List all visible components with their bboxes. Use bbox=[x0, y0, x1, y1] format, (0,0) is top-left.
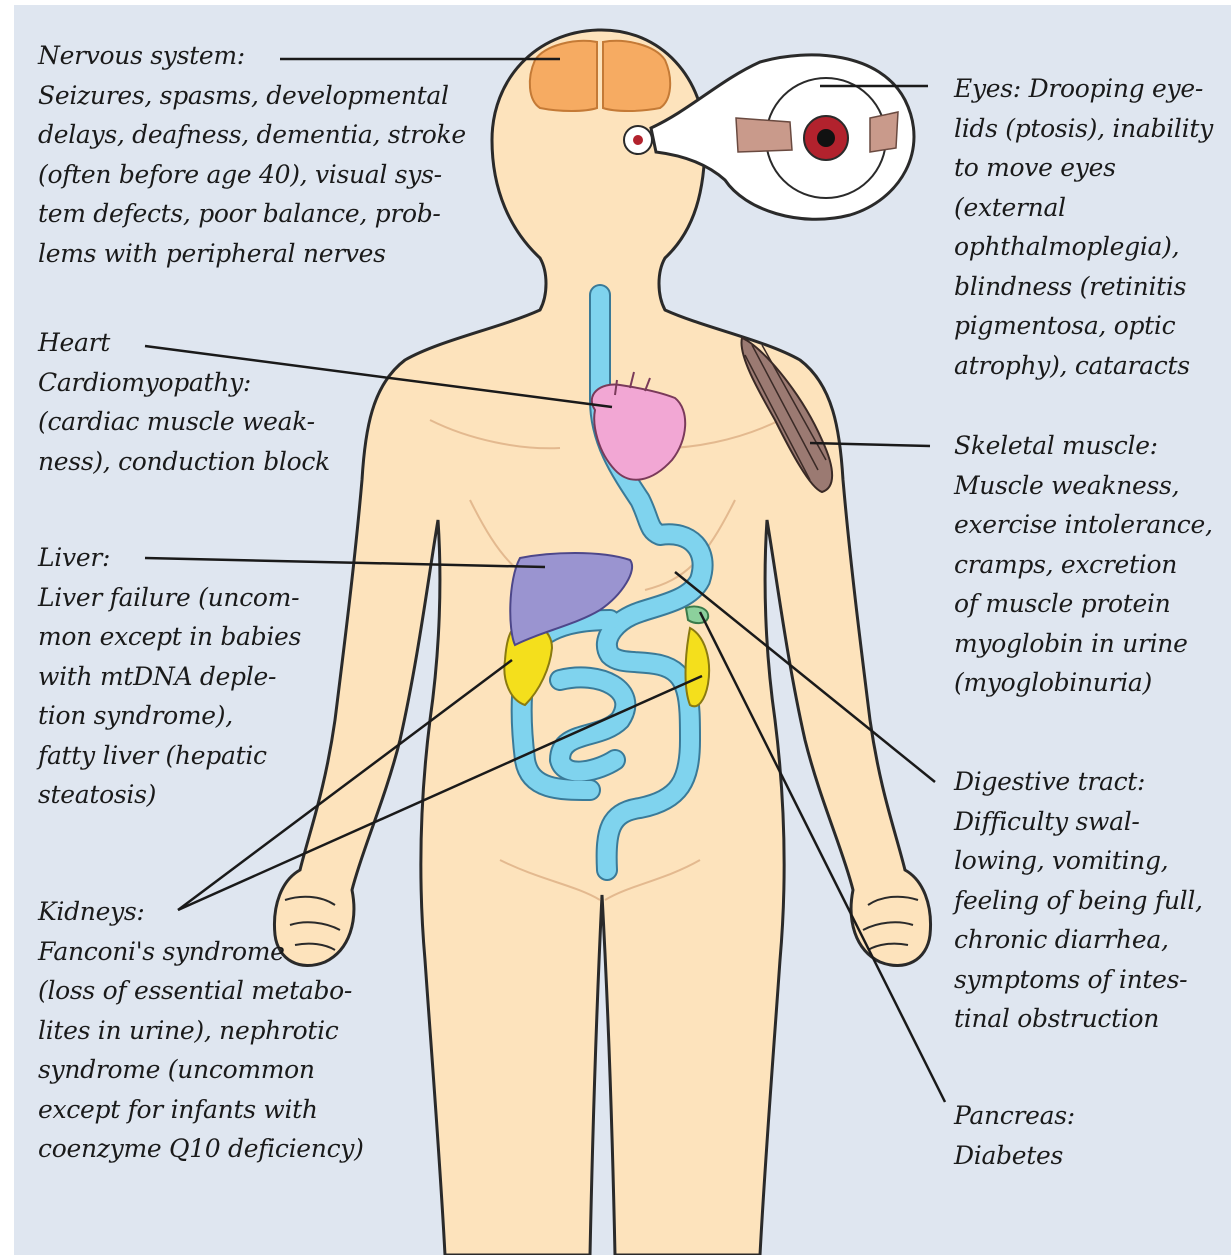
eyes-title: Eyes: bbox=[954, 74, 1021, 103]
skeletal-muscle-title: Skeletal muscle: bbox=[954, 426, 1213, 466]
label-pancreas: Pancreas: Diabetes bbox=[954, 1096, 1075, 1175]
heart-title: Heart bbox=[38, 323, 330, 363]
kidneys-text: Fanconi's syndrome (loss of essential me… bbox=[38, 932, 364, 1169]
eye-icon bbox=[624, 126, 652, 154]
label-eyes: Eyes: Drooping eye- lids (ptosis), inabi… bbox=[954, 69, 1231, 385]
pancreas-text: Diabetes bbox=[954, 1136, 1075, 1176]
label-skeletal-muscle: Skeletal muscle: Muscle weakness, exerci… bbox=[954, 426, 1213, 703]
nervous-system-title: Nervous system: bbox=[38, 36, 466, 76]
liver-text: Liver failure (uncom- mon except in babi… bbox=[38, 578, 301, 815]
digestive-tract-title: Digestive tract: bbox=[954, 762, 1203, 802]
eyes-text-first: Drooping eye- bbox=[1029, 74, 1203, 103]
pancreas-title: Pancreas: bbox=[954, 1096, 1075, 1136]
liver-title: Liver: bbox=[38, 538, 301, 578]
digestive-tract-text: Difficulty swal- lowing, vomiting, feeli… bbox=[954, 802, 1203, 1039]
label-digestive-tract: Digestive tract: Difficulty swal- lowing… bbox=[954, 762, 1203, 1039]
label-kidneys: Kidneys: Fanconi's syndrome (loss of ess… bbox=[38, 892, 364, 1169]
label-nervous-system: Nervous system: Seizures, spasms, develo… bbox=[38, 36, 466, 273]
kidneys-title: Kidneys: bbox=[38, 892, 364, 932]
skeletal-muscle-text: Muscle weakness, exercise intolerance, c… bbox=[954, 466, 1213, 703]
label-heart: Heart Cardiomyopathy: (cardiac muscle we… bbox=[38, 323, 330, 481]
heart-text: Cardiomyopathy: (cardiac muscle weak- ne… bbox=[38, 363, 330, 482]
eyes-text: lids (ptosis), inability to move eyes (e… bbox=[954, 109, 1231, 386]
label-liver: Liver: Liver failure (uncom- mon except … bbox=[38, 538, 301, 815]
nervous-system-text: Seizures, spasms, developmental delays, … bbox=[38, 76, 466, 274]
